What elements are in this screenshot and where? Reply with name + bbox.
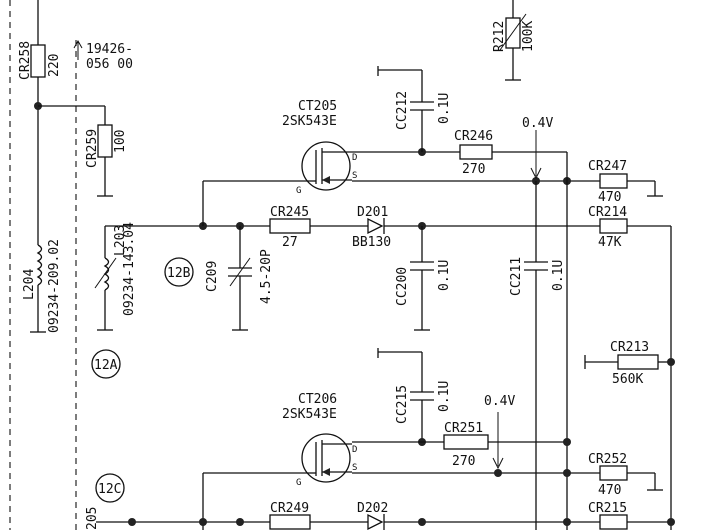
cr213-value: 560K: [612, 372, 643, 387]
ct206-ref: CT206: [298, 392, 337, 407]
ct206-pin-g: G: [296, 478, 301, 488]
l204-ref: L204: [22, 269, 37, 300]
resistor-cr215: [599, 514, 628, 530]
cc215-ref: CC215: [395, 385, 410, 424]
cc212-value: 0.1U: [437, 93, 452, 124]
d202-ref: D202: [357, 501, 388, 516]
upper-stage-wiring: [199, 0, 675, 530]
connector-12b: 12B: [164, 257, 194, 287]
l203-ref: L203: [113, 225, 128, 256]
cr251-ref: CR251: [444, 421, 483, 436]
cr258-value: 220: [47, 54, 62, 77]
ct206-pin-s: S: [352, 463, 357, 473]
resistor-cr249: [269, 514, 311, 530]
adjustable-arrow: [94, 257, 117, 289]
ct205-pin-d: D: [352, 153, 357, 163]
resistor-cr246: [459, 144, 493, 160]
cc211-value: 0.1U: [551, 260, 566, 291]
cr213-ref: CR213: [610, 340, 649, 355]
cr251-value: 270: [452, 454, 475, 469]
diode-d201: [367, 217, 384, 235]
c209-ref: C209: [205, 261, 220, 292]
cr259-value: 100: [113, 130, 128, 153]
ct206-type: 2SK543E: [282, 407, 337, 422]
cr215-ref: CR215: [588, 501, 627, 516]
cr245-ref: CR245: [270, 205, 309, 220]
partial-ref-205: 205: [85, 507, 100, 530]
cc200-ref: CC200: [395, 267, 410, 306]
part-number-line1: 19426-: [86, 42, 133, 57]
transistor-ct206: [301, 433, 352, 483]
cr247-value: 470: [598, 190, 621, 205]
svg-text:12A: 12A: [94, 358, 118, 373]
c209-value: 4.5-20P: [259, 249, 274, 304]
cr247-ref: CR247: [588, 159, 627, 174]
trimmer-arrow: [229, 257, 251, 287]
r212-value: 100K: [521, 21, 536, 52]
transistor-ct205: [301, 141, 352, 191]
inductor-l203-network: [94, 225, 203, 331]
resistor-cr247: [599, 173, 628, 189]
voltage-label-1: 0.4V: [522, 116, 553, 131]
r212-ref: R212: [492, 21, 507, 52]
cr246-ref: CR246: [454, 129, 493, 144]
inductor-l204: [36, 244, 43, 286]
l203-value: 09234-143.04: [122, 222, 137, 316]
diode-d202: [367, 513, 384, 530]
inductor-l203: [103, 257, 110, 291]
cr214-ref: CR214: [588, 205, 627, 220]
part-number-line2: 056 00: [86, 57, 133, 72]
resistor-cr258: [30, 44, 46, 78]
connector-12c: 12C: [95, 473, 125, 503]
voltage-label-2: 0.4V: [484, 394, 515, 409]
ct205-pin-g: G: [296, 186, 301, 196]
resistor-cr251: [443, 434, 489, 450]
cr246-value: 270: [462, 162, 485, 177]
d201-ref: D201: [357, 205, 388, 220]
resistor-cr245: [269, 218, 311, 234]
potentiometer-r212: [505, 17, 521, 49]
cc215-value: 0.1U: [437, 381, 452, 412]
cr258-ref: CR258: [18, 41, 33, 80]
cr249-ref: CR249: [270, 501, 309, 516]
cr245-value: 27: [282, 235, 298, 250]
part-number-annotation: 19426- 056 00: [73, 39, 133, 72]
cr252-ref: CR252: [588, 452, 627, 467]
cc200-value: 0.1U: [437, 260, 452, 291]
resistor-cr252: [599, 465, 628, 481]
cc212-ref: CC212: [395, 91, 410, 130]
cr214-value: 47K: [598, 235, 622, 250]
ct205-pin-s: S: [352, 171, 357, 181]
d201-type: BB130: [352, 235, 391, 250]
connector-12a: 12A: [91, 349, 121, 379]
l204-value: 09234-209.02: [47, 239, 62, 333]
cr252-value: 470: [598, 483, 621, 498]
left-input-network: [30, 0, 113, 333]
lower-stage-wiring: [96, 348, 675, 530]
cr259-ref: CR259: [85, 129, 100, 168]
cc211-ref: CC211: [509, 257, 524, 296]
resistor-cr213: [617, 354, 659, 370]
resistor-cr259: [97, 124, 113, 158]
ct206-pin-d: D: [352, 445, 357, 455]
ct205-type: 2SK543E: [282, 114, 337, 129]
svg-text:12C: 12C: [98, 482, 121, 497]
ct205-ref: CT205: [298, 99, 337, 114]
svg-text:12B: 12B: [167, 266, 191, 281]
resistor-cr214: [599, 218, 628, 234]
